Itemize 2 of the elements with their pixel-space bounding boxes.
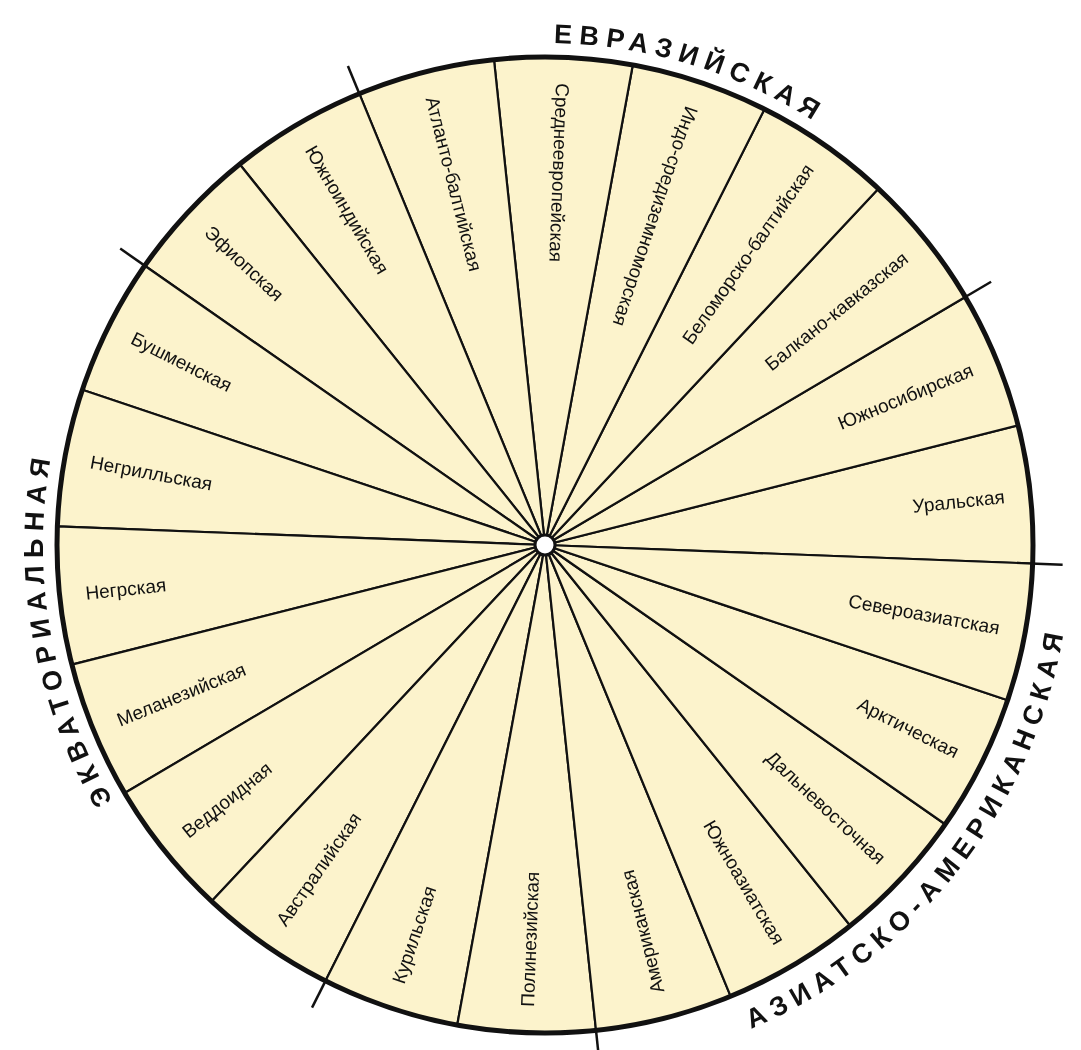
race-label: Полинезийская (516, 871, 544, 1008)
race-label: Уральская (911, 486, 1006, 517)
